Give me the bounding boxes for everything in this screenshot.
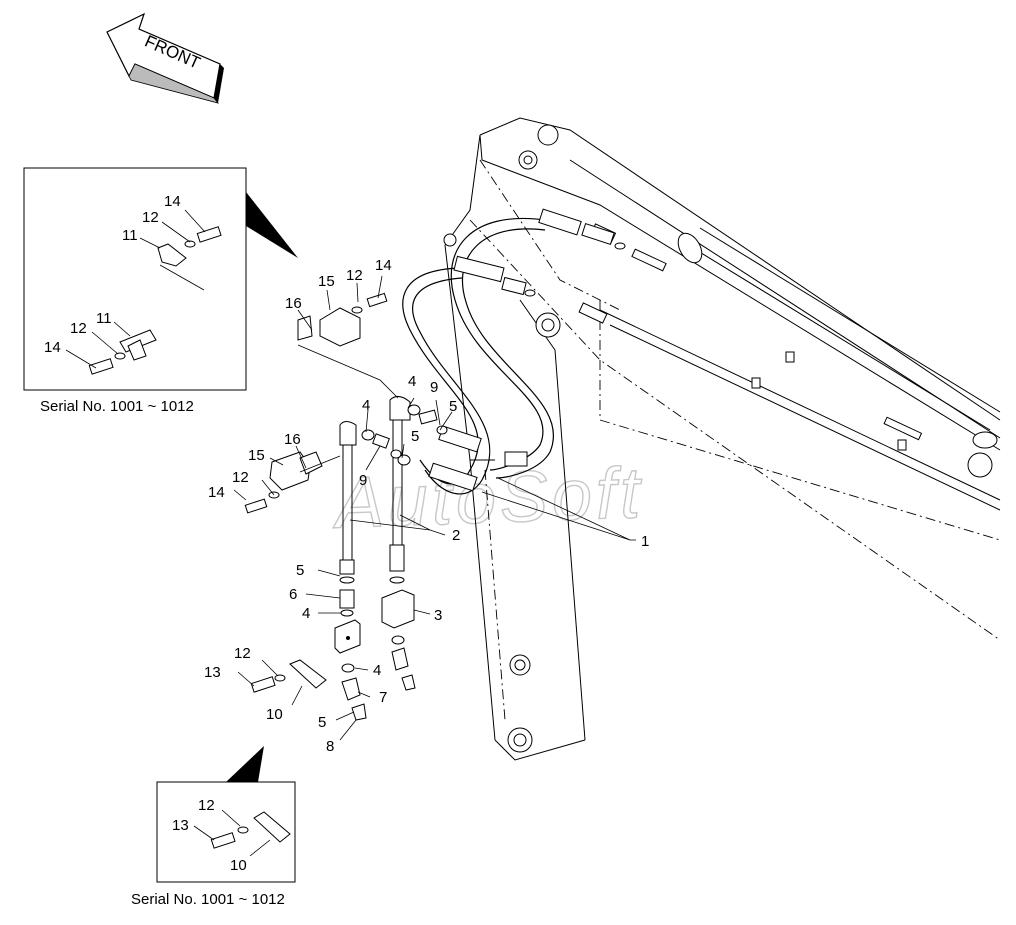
inset-bottom-caption: Serial No. 1001 ~ 1012 xyxy=(131,891,285,908)
callout-15a: 15 xyxy=(318,273,335,290)
callout-12b: 12 xyxy=(232,469,249,486)
callout-7: 7 xyxy=(379,689,387,706)
callout-1: 1 xyxy=(641,533,649,550)
callout-16b: 16 xyxy=(284,431,301,448)
inset-bottom-callout-13: 13 xyxy=(172,817,189,834)
callout-4a: 4 xyxy=(362,397,370,414)
front-arrow: FRONT xyxy=(106,12,224,104)
callout-3: 3 xyxy=(434,607,442,624)
callout-4b: 4 xyxy=(408,373,416,390)
inset-top: 14 12 11 11 12 14 xyxy=(23,167,298,391)
hose-assemblies xyxy=(402,208,626,495)
inset-top-callout-11b: 11 xyxy=(96,310,112,327)
callout-5c: 5 xyxy=(296,562,304,579)
callout-12c: 12 xyxy=(234,645,251,662)
pipe-assemblies xyxy=(244,292,448,721)
inset-bottom-callout-12: 12 xyxy=(198,797,215,814)
callout-labels: 15 12 14 16 4 9 4 5 5 9 16 15 12 14 2 1 … xyxy=(204,257,649,755)
callout-4d: 4 xyxy=(373,662,381,679)
callout-10: 10 xyxy=(266,706,283,723)
inset-top-caption: Serial No. 1001 ~ 1012 xyxy=(40,398,194,415)
inset-bottom-callout-10: 10 xyxy=(230,857,247,874)
callout-16a: 16 xyxy=(285,295,302,312)
callout-9b: 9 xyxy=(359,472,367,489)
callout-5b: 5 xyxy=(411,428,419,445)
callout-5d: 5 xyxy=(318,714,326,731)
callout-12a: 12 xyxy=(346,267,363,284)
boom-structure xyxy=(443,117,1001,761)
callout-6: 6 xyxy=(289,586,297,603)
callout-8: 8 xyxy=(326,738,334,755)
callout-4c: 4 xyxy=(302,605,310,622)
inset-top-callout-14b: 14 xyxy=(44,339,61,356)
inset-top-callout-11: 11 xyxy=(122,227,138,244)
inset-top-callout-12: 12 xyxy=(142,209,159,226)
callout-14a: 14 xyxy=(375,257,392,274)
callout-15b: 15 xyxy=(248,447,265,464)
callout-13: 13 xyxy=(204,664,221,681)
inset-top-callout-14: 14 xyxy=(164,193,181,210)
callout-2: 2 xyxy=(452,527,460,544)
callout-14b: 14 xyxy=(208,484,225,501)
inset-bottom: 12 13 10 xyxy=(156,746,296,883)
callout-5a: 5 xyxy=(449,398,457,415)
callout-9a: 9 xyxy=(430,379,438,396)
leader-lines xyxy=(233,275,636,741)
inset-top-callout-12b: 12 xyxy=(70,320,87,337)
